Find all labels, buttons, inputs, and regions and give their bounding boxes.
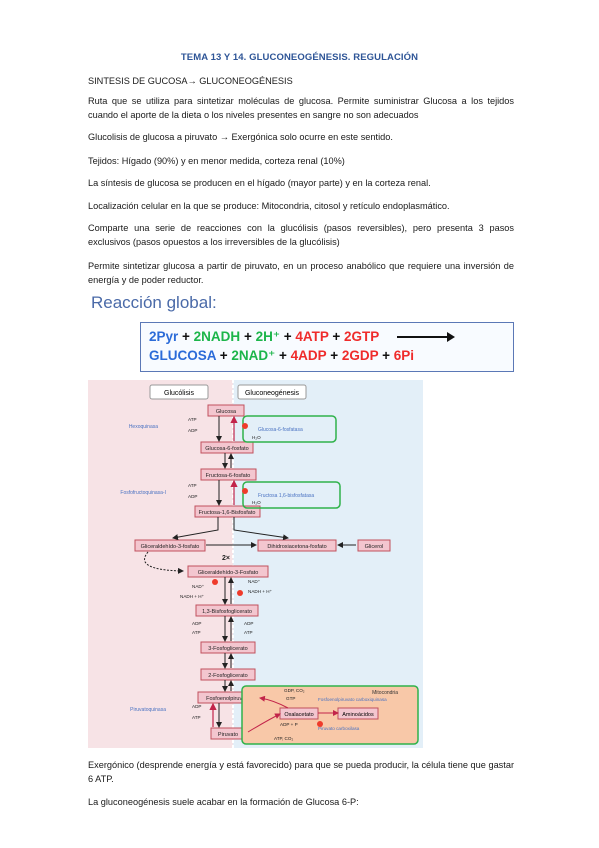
metabolite-glucose: Glucosa	[216, 409, 237, 415]
glycolysis-header-box	[149, 384, 209, 400]
enzyme-pepck: Fosfoenolpiruvato carboxiquinasa	[318, 697, 387, 702]
enzyme-pyruvate-carboxylase: Piruvato carboxilasa	[318, 726, 360, 731]
plus-sign: +	[178, 329, 194, 344]
metabolite-fructose-6-phosphate: Fructosa-6-fosfato	[206, 473, 251, 479]
gluconeogenesis-diagram: Glucólisis Gluconeogénesis Glucosa Gluco…	[88, 380, 423, 748]
paragraph-anabolic: Permite sintetizar glucosa a partir de p…	[88, 261, 514, 286]
cofactor-nad-1: NAD⁺	[192, 584, 205, 589]
global-reaction-heading: Reacción global:	[91, 293, 217, 312]
metabolite-phosphoenolpyruvate: Fosfoenolpiruvato	[206, 696, 250, 702]
metabolite-pyruvate: Piruvato	[218, 732, 238, 738]
enzyme-phosphofructokinase: Fosfofructoquinasa-I	[120, 490, 166, 496]
cofactor-h2o-1: H₂O	[252, 435, 261, 440]
cofactor-adp-3: ADP	[192, 621, 201, 626]
paragraph-glucose-6-p: La gluconeogénesis suele acabar en la fo…	[88, 797, 359, 807]
product-nad: 2NAD⁺	[231, 348, 276, 363]
metabolite-2-phosphoglycerate: 2-Fosfoglicerato	[208, 673, 247, 679]
enzyme-glucose-6-phosphatase: Glucosa-6-fosfatasa	[258, 427, 303, 433]
cofactor-gdp-co2: GDP, CO₂	[284, 688, 305, 693]
plus-sign: +	[275, 348, 291, 363]
plus-sign: +	[240, 329, 256, 344]
cofactor-adp-1: ADP	[188, 428, 197, 433]
reactant-pyruvate: 2Pyr	[149, 329, 179, 344]
paragraph-definition: Ruta que se utiliza para sintetizar molé…	[88, 96, 514, 121]
product-adp: 4ADP	[290, 348, 327, 363]
glycolysis-header: Glucólisis	[164, 390, 194, 397]
paragraph-glycolysis: Glucolisis de glucosa a piruvato → Exerg…	[88, 132, 393, 142]
reactant-nadh: 2NADH	[193, 329, 241, 344]
paragraph-cell-location: Localización celular en la que se produc…	[88, 201, 450, 211]
phosphate-icon	[317, 721, 323, 727]
paragraph-tissues: Tejidos: Hígado (90%) y en menor medida,…	[88, 156, 345, 166]
section-header: SINTESIS DE GUCOSA→ GLUCONEOGÉNESIS	[88, 76, 293, 86]
enzyme-hexokinase: Hexoquinasa	[129, 424, 158, 430]
paragraph-synthesis-site: La síntesis de glucosa se producen en el…	[88, 178, 431, 188]
cofactor-atp-1: ATP	[188, 417, 197, 422]
glycolysis-background	[88, 380, 233, 748]
reaction-line-reactants: 2Pyr + 2NADH + 2H⁺ + 4ATP + 2GTP	[149, 329, 456, 345]
reactant-atp: 4ATP	[295, 329, 329, 344]
metabolite-glucose-6-phosphate: Glucosa-6-fosfato	[205, 446, 248, 452]
paragraph-exergonic: Exergónico (desprende energía y está fav…	[88, 760, 514, 785]
cofactor-adp-5: ADP	[192, 704, 201, 709]
reactant-gtp: 2GTP	[344, 329, 380, 344]
cofactor-atp-3: ATP	[192, 630, 201, 635]
pathway-svg: Glucólisis Gluconeogénesis Glucosa Gluco…	[88, 380, 423, 748]
bypass-box-fbpase	[242, 481, 341, 509]
metabolite-oxaloacetate: Oxalacetato	[284, 712, 313, 718]
reaction-line-products: GLUCOSA + 2NAD⁺ + 4ADP + 2GDP + 6Pi	[149, 348, 414, 364]
cofactor-atp-2: ATP	[188, 483, 197, 488]
cofactor-nadh-1: NADH + H⁺	[180, 594, 205, 599]
cofactor-adp-2: ADP	[188, 494, 197, 499]
metabolite-amino-acids: Aminoácidos	[342, 712, 374, 718]
cofactor-adp-4: ADP	[244, 621, 253, 626]
cofactor-nadh-2: NADH + H⁺	[248, 589, 273, 594]
cofactor-adp-pi: ADP + P	[280, 722, 298, 727]
mitochondria-region	[241, 685, 419, 745]
cofactor-atp-5: ATP	[192, 715, 201, 720]
paragraph-shared-reactions: Comparte una serie de reacciones con la …	[88, 223, 514, 248]
product-gdp: 2GDP	[341, 348, 379, 363]
enzyme-fructose-bisphosphatase: Fructosa 1,6-bisfosfatasa	[258, 493, 314, 499]
metabolite-3-phosphoglycerate: 3-Fosfoglicerato	[208, 646, 247, 652]
page-title: TEMA 13 Y 14. GLUCONEOGÉNESIS. REGULACIÓ…	[180, 52, 419, 63]
cofactor-nad-2: NAD⁺	[248, 579, 261, 584]
product-glucose: GLUCOSA	[149, 348, 216, 363]
plus-sign: +	[328, 329, 345, 344]
global-reaction-box: 2Pyr + 2NADH + 2H⁺ + 4ATP + 2GTP GLUCOSA…	[140, 322, 514, 372]
multiplier-label: 2×	[222, 555, 230, 562]
metabolite-fructose-1-6-bisphosphate: Fructosa-1,6-Bisfosfato	[199, 510, 256, 516]
enzyme-pyruvate-kinase: Piruvatoquinasa	[130, 707, 166, 713]
cofactor-atp-4: ATP	[244, 630, 253, 635]
cofactor-h2o-2: H₂O	[252, 500, 261, 505]
plus-sign: +	[216, 348, 232, 363]
reaction-arrow-icon	[397, 332, 456, 343]
cofactor-gtp: GTP	[286, 696, 295, 701]
cofactor-atp-co2: ATP, CO₂	[274, 736, 293, 741]
mitochondria-label: Mitocondria	[372, 690, 398, 696]
gluconeogenesis-header: Gluconeogénesis	[245, 390, 300, 397]
plus-sign: +	[326, 348, 342, 363]
reactant-protons: 2H⁺	[255, 329, 280, 344]
gluconeogenesis-header-box	[237, 384, 307, 400]
metabolite-glyceraldehyde-3-phosphate: Gliceraldehído-3-fosfato	[141, 544, 200, 550]
metabolite-glyceraldehyde-3-phosphate-2: Gliceraldehído-3-Fosfato	[198, 570, 259, 576]
bypass-box-g6pase	[242, 415, 337, 443]
product-pi: 6Pi	[393, 348, 415, 363]
plus-sign: +	[378, 348, 394, 363]
metabolite-dihydroxyacetone-phosphate: Dihidroxiacetona-fosfato	[267, 544, 326, 550]
metabolite-1-3-bisphosphoglycerate: 1,3-Bisfosfoglicerato	[202, 609, 252, 615]
plus-sign: +	[279, 329, 296, 344]
metabolite-glycerol: Glicerol	[365, 544, 384, 550]
